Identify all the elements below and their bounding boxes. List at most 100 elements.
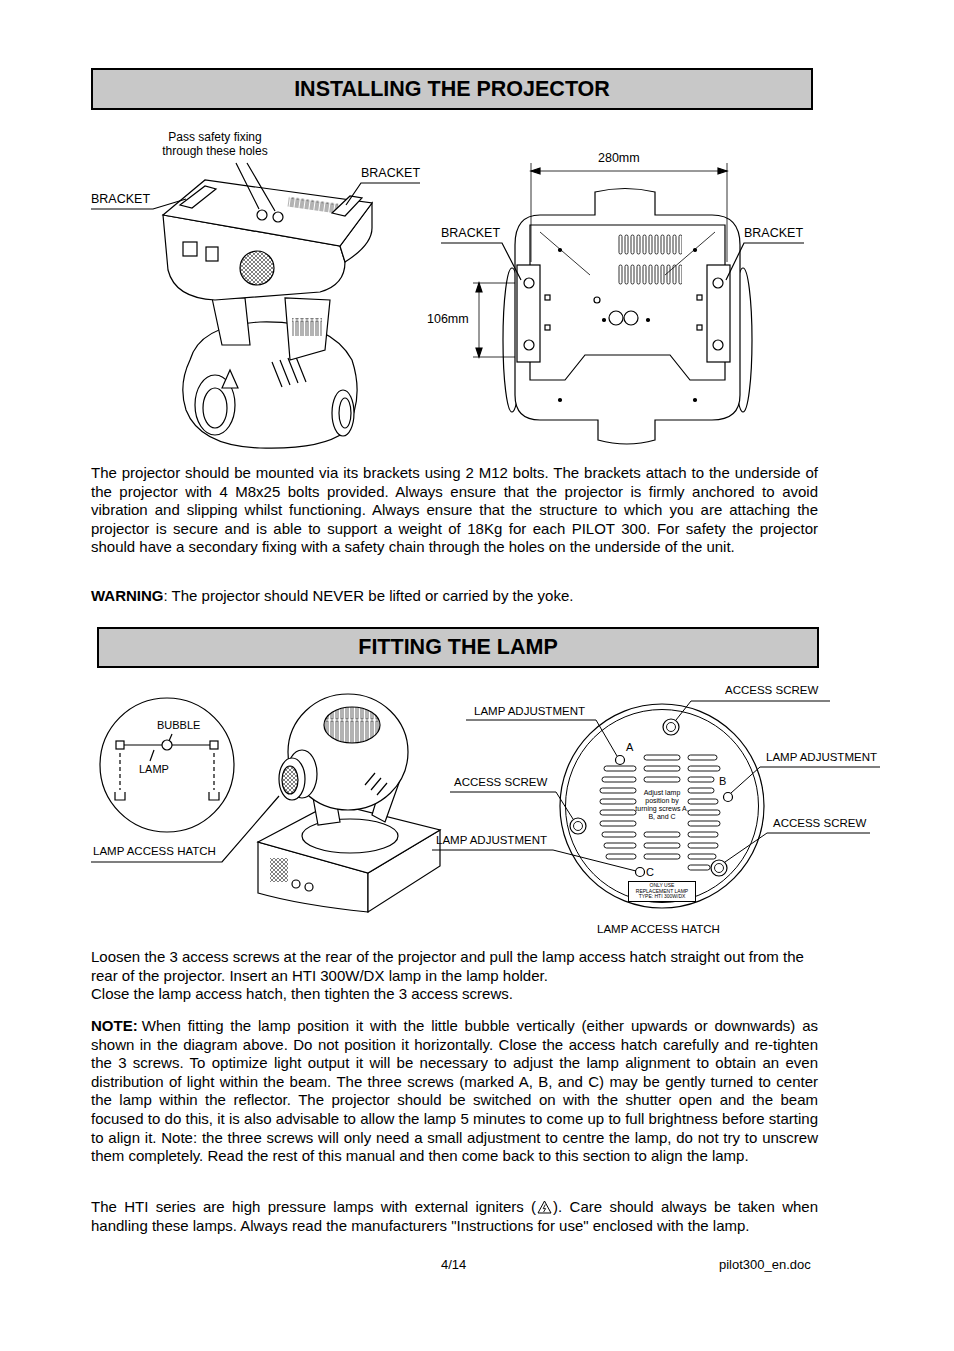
projector-top-view [618,234,682,286]
lamp-hatch-detail [602,832,636,837]
lamp-inset [120,753,214,790]
lamp-access-hatch: ABCAdjust lamp position by turning screw… [559,703,765,909]
callout-label: LAMP ADJUSTMENT [766,751,877,763]
warning-keyword: WARNING [91,587,164,604]
heading-text: FITTING THE LAMP [358,635,557,660]
lamp-inset [210,741,218,749]
lamp-hatch-detail [570,818,586,834]
projector-lamp-view [302,819,398,853]
projector-mounting-view [273,212,283,222]
lamp-inset [162,740,172,750]
lamp-hatch-detail [600,821,636,826]
node-label: B [719,775,726,787]
lamp-hatch-detail [688,755,717,760]
projector-mounting-view [346,183,420,205]
lamp-hatch-detail [574,822,583,831]
lamp-hatch-detail [644,766,680,771]
lamp-hatch-detail [725,833,870,862]
callout-label: ACCESS SCREW [773,817,866,829]
projector-mounting-view [285,298,330,360]
projector-top-view [694,399,697,402]
hatch-inner-rim [566,710,759,903]
paragraph: The projector should be mounted via its … [91,464,818,557]
lamp-hatch-detail [602,777,636,782]
dimension-label: 280mm [598,151,640,165]
callout-label: LAMP ADJUSTMENT [436,834,547,846]
projector-top-view [441,163,804,444]
lamp-hatch-detail [688,832,718,837]
projector-top-view [515,189,740,445]
projector-top-view [713,278,723,288]
projector-top-view [476,348,482,357]
callout-label: LAMP ADJUSTMENT [474,705,585,717]
projector-top-view [524,278,534,288]
projector-lamp-view [288,694,408,810]
lamp-inset [115,734,219,800]
projector-top-view [473,283,515,357]
projector-mounting-view [203,388,227,428]
lamp-hatch-detail [466,720,617,756]
lamp-hatch-detail [636,868,645,877]
lamp-hatch-detail [715,864,724,873]
projector-mounting-view [339,398,351,428]
lamp-hatch-detail [600,799,636,804]
file-name: pilot300_en.doc [719,1257,811,1272]
lamp-hatch-detail [731,767,880,793]
lamp-hatch-detail [604,766,636,771]
section-heading: INSTALLING THE PROJECTOR [91,68,813,110]
projector-mounting-view [212,298,250,345]
projector-mounting-view [257,210,267,220]
projector-lamp-view [279,758,305,800]
lamp-hatch-detail [667,723,676,732]
plate-text: ONLY USE REPLACEMENT LAMP TYPE: HTI 300W… [629,882,695,901]
lamp-hatch-detail [711,860,727,876]
lamp-hatch-detail [432,850,636,871]
projector-top-view [697,325,702,330]
node-label: C [646,866,654,878]
lamp-hatch-detail [644,854,680,859]
lamp-hatch-detail [688,843,718,848]
projector-lamp-view [292,880,300,888]
lamp-hatch-detail [688,777,714,782]
projector-mounting-view [272,357,306,387]
projector-top-view [545,325,550,330]
projector-top-view [624,311,638,325]
projector-mounting-view [222,370,238,388]
projector-top-view [531,168,540,174]
callout-label: ACCESS SCREW [725,684,818,696]
projector-mounting-view [240,251,274,285]
lamp-hatch-detail [450,792,573,819]
section-heading: FITTING THE LAMP [97,627,819,668]
projector-lamp-view [91,694,440,912]
flash-symbol [543,1205,545,1213]
projector-mounting-view [91,163,420,448]
projector-lamp-view [324,707,380,743]
lamp-hatch-detail [644,755,680,760]
projector-top-view [530,225,725,380]
lamp-hatch-detail [600,788,636,793]
projector-mounting-view [292,318,322,336]
paragraph: Loosen the 3 access screws at the rear o… [91,948,818,1004]
projector-top-view [476,283,482,292]
projector-lamp-view [282,766,298,794]
lamp-inset [116,741,124,749]
projector-top-view [697,295,702,300]
projector-top-view [713,340,723,350]
projector-top-view [694,249,697,252]
projector-top-view [609,311,623,325]
projector-top-view [718,168,727,174]
projector-top-view [441,243,521,280]
callout-label: BRACKET [361,166,420,180]
callout-note: Pass safety fixing through these holes [148,131,282,159]
lamp-inset [169,734,172,741]
lamp-type-plate: ONLY USE REPLACEMENT LAMP TYPE: HTI 300W… [628,881,696,902]
lamp-hatch-detail [616,756,625,765]
lamp-hatch-detail [688,766,720,771]
projector-lamp-view [270,858,288,882]
paragraph: WARNING: The projector should NEVER be l… [91,587,818,606]
lamp-hatch-detail [644,832,680,837]
lamp-inset [115,792,219,800]
callout-label: LAMP ACCESS HATCH [597,923,720,935]
lamp-hatch-detail [724,793,733,802]
